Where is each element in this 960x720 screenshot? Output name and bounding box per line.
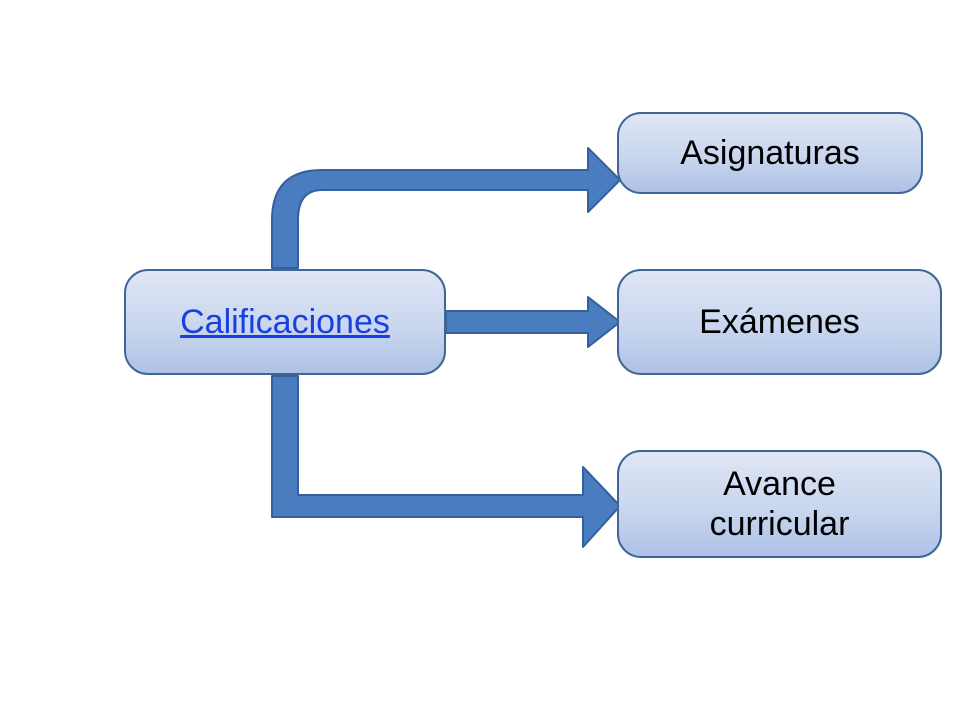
node-asignaturas: Asignaturas — [617, 112, 923, 194]
avance-curricular-label: Avance curricular — [709, 465, 850, 543]
examenes-label: Exámenes — [699, 303, 860, 341]
node-calificaciones[interactable]: Calificaciones — [124, 269, 446, 375]
node-avance-curricular: Avance curricular — [617, 450, 942, 558]
arrow-to-avance-curricular — [271, 375, 621, 548]
node-examenes: Exámenes — [617, 269, 942, 375]
calificaciones-link[interactable]: Calificaciones — [180, 303, 390, 341]
arrow-to-examenes — [445, 296, 621, 348]
arrow-to-asignaturas — [271, 147, 621, 269]
asignaturas-label: Asignaturas — [680, 134, 860, 172]
